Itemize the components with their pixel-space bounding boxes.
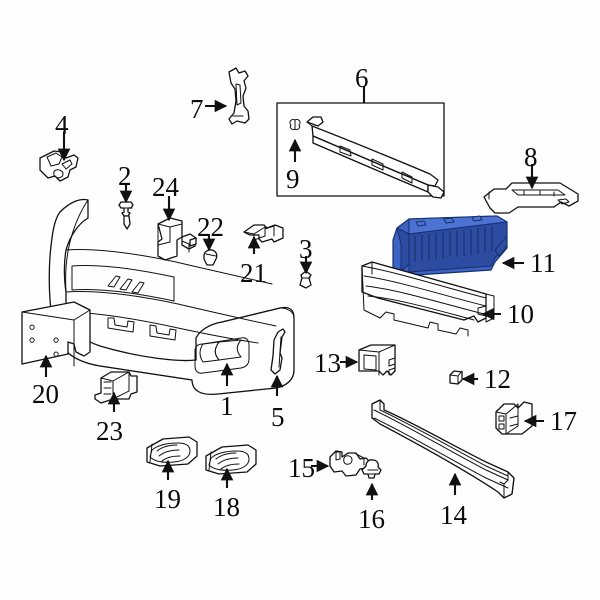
part-10-lower-grille [361,261,495,337]
callout-label-20: 20 [32,379,59,409]
callout-label-3: 3 [299,234,313,264]
callout-label-15: 15 [288,453,315,483]
part-21-retainer [243,224,284,243]
part-3-clip [299,270,312,289]
part-9-clip [289,119,301,131]
part-12-clip [449,370,463,385]
callout-label-18: 18 [213,492,240,522]
callout-label-21: 21 [240,258,267,288]
callout-label-13: 13 [314,348,341,378]
part-22-clip [203,249,218,266]
callout-label-17: 17 [550,406,577,436]
callout-label-22: 22 [197,212,224,242]
callout-label-4: 4 [55,110,69,140]
callout-label-10: 10 [507,299,534,329]
part-19-fog-bezel-left [146,436,198,467]
callout-label-11: 11 [530,248,556,278]
callout-label-24: 24 [152,172,179,202]
callout-label-5: 5 [271,402,285,432]
callout-label-1: 1 [220,391,234,421]
part-17-absorber-end [495,401,533,435]
callout-label-12: 12 [484,364,511,394]
callout-label-9: 9 [286,164,300,194]
callout-label-7: 7 [190,94,204,124]
part-5-side-seal [270,328,286,375]
callout-label-19: 19 [154,484,181,514]
callout-label-8: 8 [524,142,538,172]
part-4-bracket [39,150,79,182]
part-7-brace [228,67,250,125]
callout-label-14: 14 [440,500,467,530]
part-18-fog-bezel-right [205,444,257,475]
callout-label-6: 6 [355,63,369,93]
part-14-reinforcement-beam [371,399,515,499]
part-11-grille-upper-molding-highlighted [392,215,508,277]
part-24-parking-sensor [157,217,197,261]
part-8-bracket [483,182,579,214]
part-6-upper-tie-bar [306,116,445,199]
callout-label-2: 2 [118,161,132,191]
part-20-license-bracket [21,301,91,367]
part-6-inset-box [276,102,445,199]
part-23-clip-retainer [94,371,138,404]
callout-label-16: 16 [358,504,385,534]
callout-leaders [39,86,544,500]
part-13-tow-cover [358,344,396,376]
part-2-screw-grommet [118,201,134,230]
part-1-bumper-cover [48,198,295,396]
callout-label-23: 23 [96,416,123,446]
part-16-bolt-grommet [361,459,382,479]
